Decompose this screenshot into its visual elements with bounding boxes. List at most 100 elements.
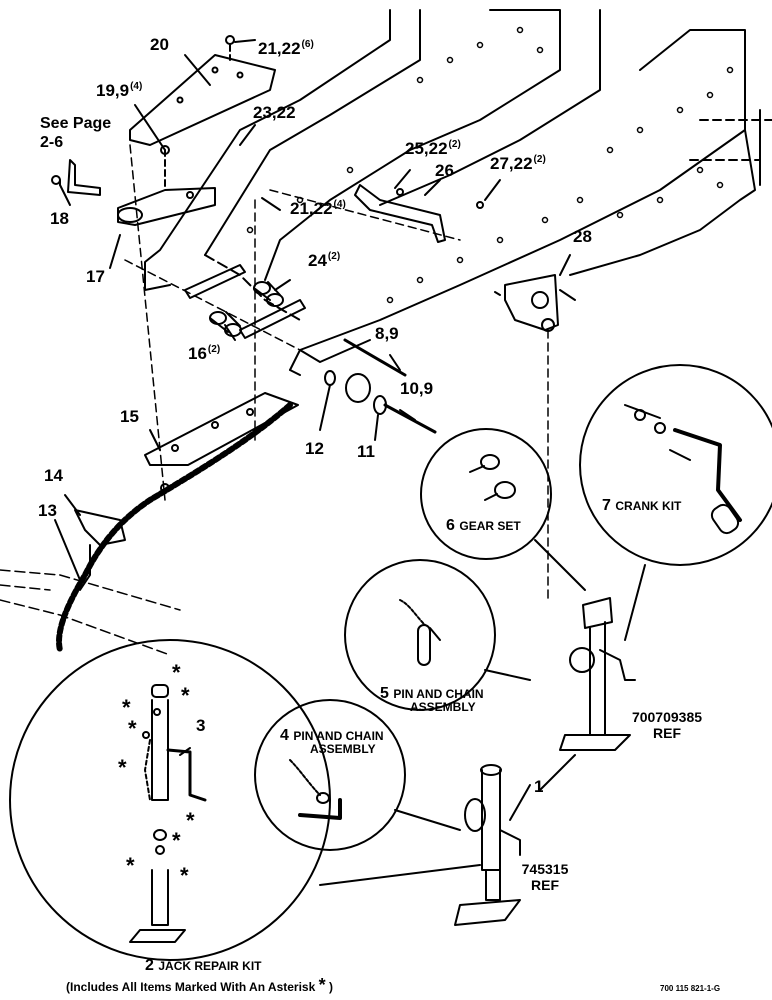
crank-kit-parts [624,404,742,535]
part-24-strap-b [239,299,306,339]
callout-qty: (2) [448,139,461,151]
callout-21-22-label: 21,22 [290,199,333,218]
callout-15: 15 [120,407,139,426]
pin-chain-4-caption: 4 PIN AND CHAIN [280,728,384,744]
see-page-note-line1: See Page [40,115,112,132]
callout-18: 18 [50,209,69,228]
callout-16: 16(2) [188,345,220,362]
asterisk-marker: * [172,828,181,853]
part-8-bolt [343,338,407,377]
pin-chain-5-line1: PIN AND CHAIN [393,687,484,701]
crank-kit-caption: 7 CRANK KIT [602,498,681,514]
pin-chain-5-line2: ASSEMBLY [410,700,476,714]
callout-16-label: 16 [188,344,207,363]
jack-700709385 [559,597,636,751]
drawing-number: 700 115 821-1-G [660,984,721,993]
part-24-strap-a [184,264,246,299]
tongue-frame [144,9,772,376]
crank-kit-label: CRANK KIT [615,499,682,513]
callout-10-9: 10,9 [400,379,434,398]
part-16-spacers [209,281,284,337]
callout-qty: (2) [533,154,546,166]
callout-21-22-label: 21,22 [258,39,301,58]
gear-set-number: 6 [446,517,455,534]
callout-28: 28 [573,227,592,246]
part-12-ring [345,373,371,403]
asterisk-marker: * [181,683,190,708]
jack-repair-note-close: ) [328,980,333,994]
callout-26: 26 [435,161,454,180]
callout-qty: (2) [207,344,221,356]
callout-3: 3 [196,716,206,735]
callout-19-9: 19,9(4) [96,82,142,99]
jack-repair-note-text: (Includes All Items Marked With An Aster… [66,980,316,994]
callout-19-9-label: 19,9 [96,81,130,100]
callout-14: 14 [44,466,63,485]
callout-17: 17 [86,267,105,286]
part-26-bracket [354,184,446,243]
jack-745315 [454,764,521,926]
pin-chain-4-line2: ASSEMBLY [310,742,376,756]
crank-kit-circle [579,364,772,566]
jack-repair-parts [129,684,207,943]
callout-qty: (6) [301,39,314,51]
callout-25-22: 25,22(2) [405,140,461,157]
callout-11: 11 [357,442,375,461]
pin-chain-4-line1: PIN AND CHAIN [293,729,384,743]
pin-chain-5-number: 5 [380,685,389,702]
callout-13: 13 [38,501,57,520]
callout-25-22-label: 25,22 [405,139,448,158]
part-17-clevis [117,187,216,226]
asterisk-marker: * [122,695,131,720]
part-11-washer [373,395,387,415]
asterisk-marker: * [118,755,127,780]
gear-set-caption: 6 GEAR SET [446,518,521,534]
jack-repair-label: JACK REPAIR KIT [158,959,262,973]
part-14-chain-bracket [74,509,126,546]
jack-ref-700709385-word: REF [653,725,681,741]
callout-qty: (4) [333,199,346,211]
pin-chain-5-circle [344,559,496,711]
callout-qty: (2) [327,251,341,263]
frame-holes [246,26,734,304]
asterisk-symbol: * [318,975,326,995]
see-page-note-line2: 2-6 [40,134,64,151]
callout-21-22-qty6: 21,22(6) [258,40,314,57]
callout-23-22: 23,22 [253,103,296,122]
callout-12: 12 [305,439,324,458]
pin-chain-5-parts [399,599,441,666]
part-15-plate [144,392,299,466]
jack-ref-745315-word: REF [531,877,559,893]
asterisk-marker: * [172,660,181,685]
part-10-bolt [383,403,437,434]
pin-chain-4-circle [254,699,406,851]
callout-1: 1 [534,777,544,796]
jack-ref-745315-part: 745315 [521,861,569,877]
callout-20: 20 [150,35,169,54]
part-18-bracket [67,159,101,196]
crank-kit-number: 7 [602,497,611,514]
jack-repair-circle [9,639,331,961]
callout-qty: (4) [130,81,143,93]
callout-27-22: 27,22(2) [490,155,546,172]
part-20-plate [129,54,276,146]
jack-repair-caption: 2 JACK REPAIR KIT [145,958,261,974]
pin-chain-4-parts [289,759,342,820]
callout-21-22-qty4: 21,22(4) [290,200,346,217]
asterisk-marker: * [186,808,195,833]
jack-repair-number: 2 [145,957,154,974]
callout-24-label: 24 [308,251,327,270]
safety-chain [56,402,293,653]
gear-set-label: GEAR SET [459,519,521,533]
asterisk-marker: * [128,716,137,741]
gear-set-parts [469,454,516,501]
pin-chain-4-number: 4 [280,727,289,744]
asterisk-marker: * [180,863,189,888]
callout-24: 24(2) [308,252,340,269]
jack-ref-700709385-part: 700709385 [631,709,703,725]
pin-chain-5-caption: 5 PIN AND CHAIN [380,686,484,702]
hitch-tongue [0,569,181,656]
asterisk-marker: * [126,853,135,878]
